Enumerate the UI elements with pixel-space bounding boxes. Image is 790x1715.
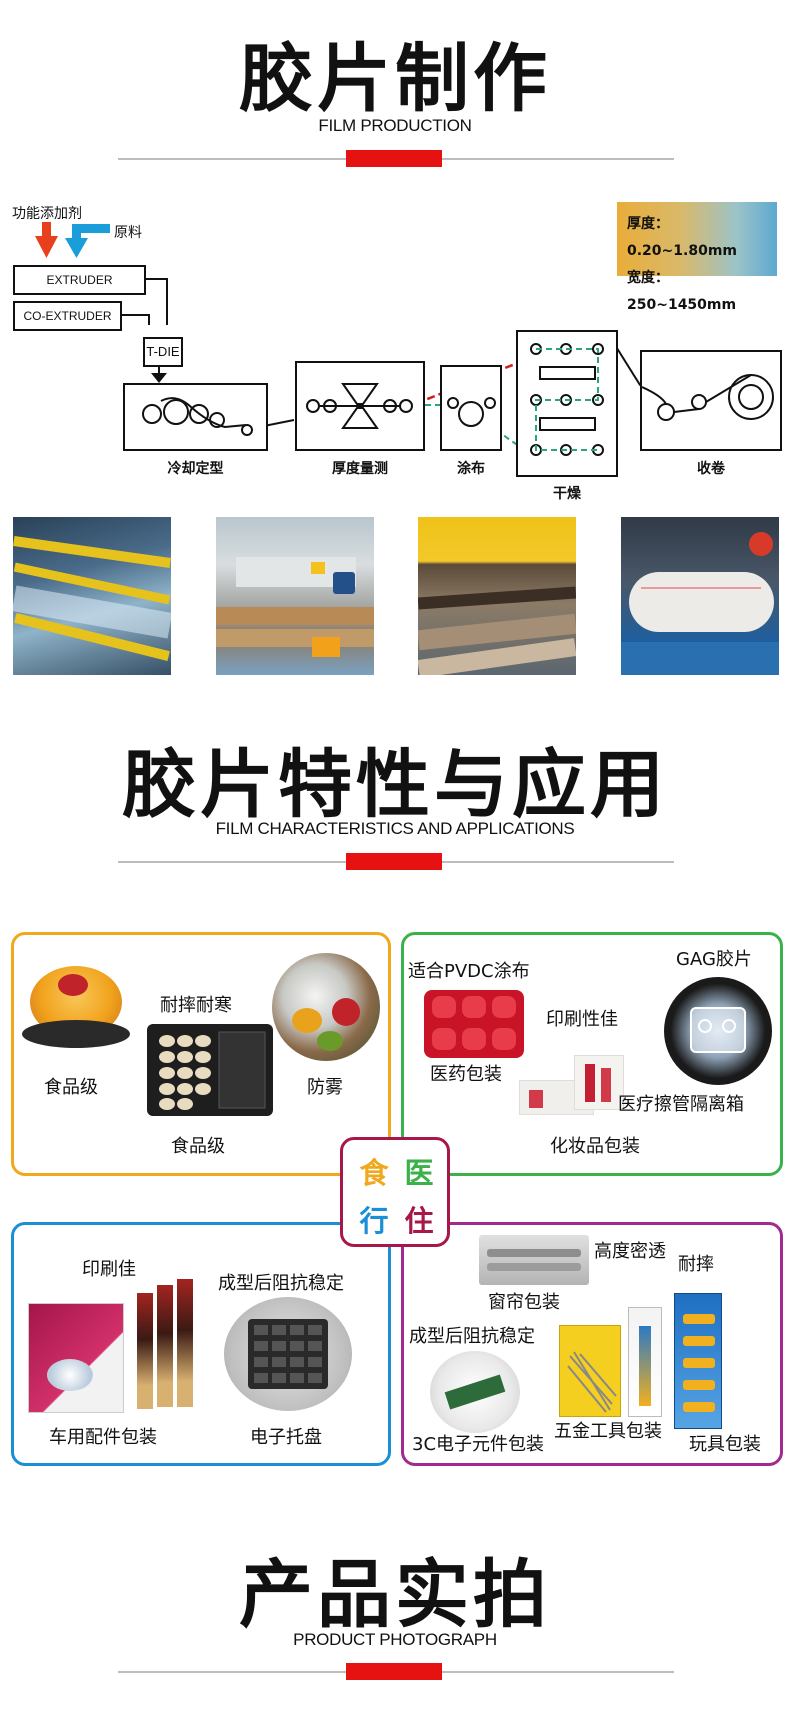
- co-extruder-box: CO-EXTRUDER: [13, 301, 122, 331]
- auto-panel: 印刷佳 成型后阻抗稳定 车用配件包装 电子托盘: [11, 1222, 391, 1466]
- label-high-density: 高度密透: [594, 1241, 666, 1262]
- medical-panel: 适合PVDC涂布 GAG胶片 印刷性佳 医药包装 医疗擦管隔离箱 化妆品包装: [401, 932, 783, 1176]
- label-cosmetic-pack: 化妆品包装: [550, 1136, 640, 1157]
- curtain-pack-image: [479, 1235, 589, 1285]
- label-toy-pack: 玩具包装: [689, 1434, 761, 1455]
- section-divider-red-bar: [346, 1663, 442, 1680]
- label-curtain-pack: 窗帘包装: [488, 1292, 560, 1313]
- section-title-product-photo: 产品实拍: [239, 1552, 551, 1638]
- raw-material-arrow-icon: [65, 224, 110, 258]
- label-pharma-pack: 医药包装: [430, 1064, 502, 1085]
- section-title-film-production: 胶片制作: [239, 36, 551, 122]
- pharma-blister-image: [424, 990, 524, 1058]
- badge-char-travel: 行: [359, 1204, 389, 1238]
- pliers-pack-image: [628, 1307, 662, 1417]
- process-photo-4: [621, 517, 779, 675]
- label-food-grade-bottom: 食品级: [171, 1136, 225, 1157]
- label-electronic-tray: 电子托盘: [250, 1427, 322, 1448]
- label-food-grade-left: 食品级: [44, 1077, 98, 1098]
- cooling-station-box: [123, 383, 268, 451]
- thickness-station-box: [295, 361, 425, 451]
- additive-arrow-icon: [35, 222, 58, 258]
- isolation-box-image: [664, 977, 772, 1085]
- step-label-cooling: 冷却定型: [167, 461, 224, 477]
- step-label-winding: 收卷: [697, 461, 725, 477]
- winding-station-box: [640, 350, 782, 451]
- cake-container-image: [22, 960, 132, 1055]
- label-drop-cold-resistant: 耐摔耐寒: [160, 995, 232, 1016]
- t-die-box: T-DIE: [143, 337, 183, 367]
- section-divider-red-bar: [346, 853, 442, 870]
- label-drop-resistant: 耐摔: [678, 1254, 714, 1275]
- section-divider-red-bar: [346, 150, 442, 167]
- section-subtitle-characteristics: FILM CHARACTERISTICS AND APPLICATIONS: [215, 819, 575, 838]
- label-3c-electronics-pack: 3C电子元件包装: [412, 1434, 545, 1455]
- process-photo-1: [13, 517, 171, 675]
- process-photo-2: [216, 517, 374, 675]
- label-stable-forming-living: 成型后阻抗稳定: [409, 1326, 535, 1347]
- badge-char-food: 食: [359, 1156, 389, 1190]
- drying-station-box: [516, 330, 618, 477]
- step-label-drying: 干燥: [553, 486, 581, 502]
- spec-thickness: 厚度：0.20~1.80mm: [627, 216, 737, 259]
- label-print-good: 印刷性佳: [546, 1009, 618, 1030]
- raw-material-label: 原料: [114, 225, 142, 241]
- nails-pack-image: [559, 1325, 621, 1417]
- badge-char-living: 住: [404, 1204, 434, 1238]
- label-print-good-auto: 印刷佳: [82, 1259, 136, 1280]
- additive-label: 功能添加剂: [12, 206, 82, 222]
- label-anti-fog: 防雾: [307, 1077, 343, 1098]
- electronic-component-image: [430, 1351, 520, 1433]
- coating-station-box: [440, 365, 502, 451]
- category-badge: 食 医 行 住: [340, 1137, 450, 1247]
- section-subtitle-film-production: FILM PRODUCTION: [318, 116, 472, 135]
- label-isolation-box: 医疗擦管隔离箱: [618, 1094, 744, 1115]
- dumpling-tray-image: [147, 1024, 273, 1116]
- step-label-coating: 涂布: [457, 461, 485, 477]
- process-photo-3: [418, 517, 576, 675]
- cosmetic-pack-image: [519, 1050, 629, 1120]
- label-pvdc-coating: 适合PVDC涂布: [408, 961, 530, 982]
- spec-box: 厚度：0.20~1.80mm 宽度：250~1450mm: [617, 202, 777, 313]
- label-car-parts-pack: 车用配件包装: [49, 1427, 157, 1448]
- label-gag-film: GAG胶片: [676, 949, 752, 970]
- section-title-characteristics: 胶片特性与应用: [122, 742, 668, 828]
- electronic-tray-image: [224, 1297, 352, 1411]
- anti-fog-container-image: [272, 953, 380, 1061]
- wiper-blade-packs-image: [137, 1279, 193, 1409]
- toy-cars-pack-image: [674, 1293, 722, 1429]
- label-hardware-pack: 五金工具包装: [554, 1421, 662, 1442]
- label-stable-forming-auto: 成型后阻抗稳定: [218, 1273, 344, 1294]
- section-subtitle-product-photo: PRODUCT PHOTOGRAPH: [293, 1630, 497, 1649]
- car-bulb-box-image: [28, 1303, 124, 1413]
- step-label-thickness: 厚度量测: [332, 461, 388, 477]
- food-panel: 食品级 耐摔耐寒 食品级 防雾: [11, 932, 391, 1176]
- extruder-box: EXTRUDER: [13, 265, 146, 295]
- spec-width: 宽度：250~1450mm: [627, 270, 737, 313]
- living-panel: 高度密透 窗帘包装 耐摔 成型后阻抗稳定 3C电子元件包装 五金工具包装 玩具包…: [401, 1222, 783, 1466]
- badge-char-medical: 医: [404, 1156, 434, 1190]
